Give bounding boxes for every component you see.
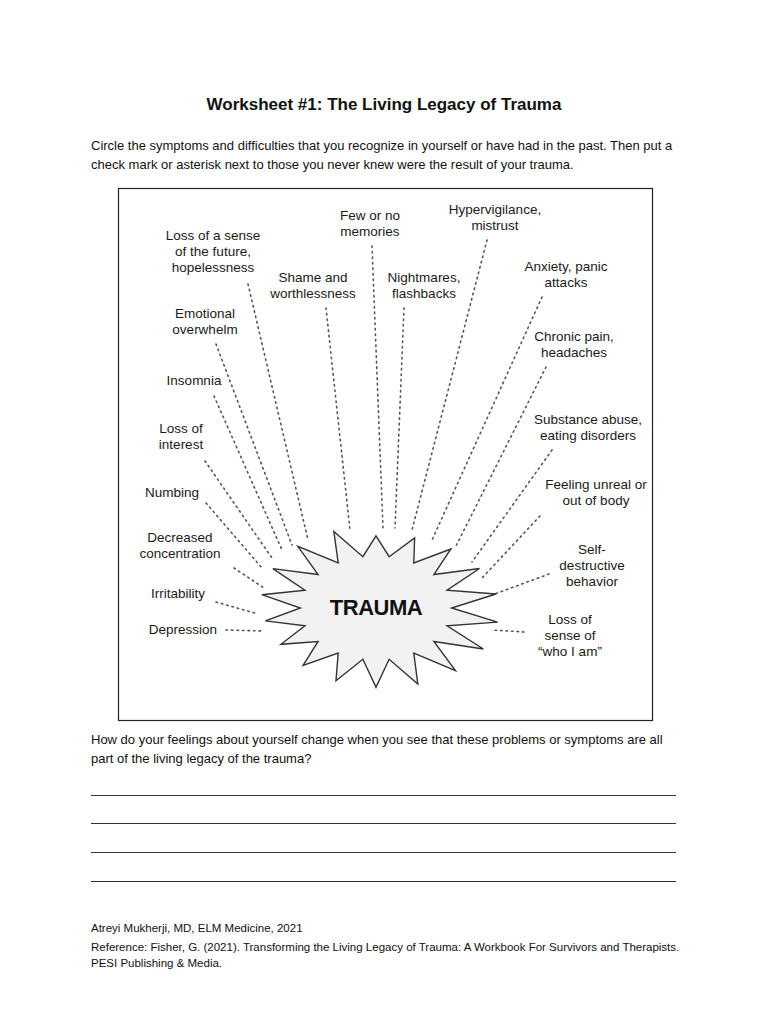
symptom-label: Loss of sense of “who I am” [533, 612, 607, 660]
symptom-label: Loss of interest [152, 421, 210, 453]
answer-line [91, 852, 676, 853]
symptom-label: Irritability [140, 586, 216, 602]
reference-note: Reference: Fisher, G. (2021). Transformi… [91, 939, 691, 971]
symptom-label: Shame and worthlessness [261, 270, 365, 302]
symptom-label: Emotional overwhelm [163, 306, 247, 338]
symptom-label: Chronic pain, headaches [527, 329, 621, 361]
leader-line [326, 308, 350, 530]
trauma-starburst: TRAUMA [250, 524, 502, 692]
starburst-shape [262, 531, 498, 687]
leader-line [234, 568, 264, 588]
symptom-label: Numbing [136, 485, 208, 501]
symptom-label: Feeling unreal or out of body [544, 477, 648, 509]
author-credit: Atreyi Mukherji, MD, ELM Medicine, 2021 [91, 920, 691, 936]
symptom-label: Hypervigilance, mistrust [441, 202, 549, 234]
answer-line [91, 795, 676, 796]
answer-lines [91, 796, 676, 882]
leader-line [492, 630, 524, 632]
leader-line [216, 344, 292, 545]
symptom-label: Loss of a sense of the future, hopelessn… [159, 228, 267, 276]
leader-line [216, 602, 258, 614]
leader-line [226, 630, 264, 631]
leader-line [456, 367, 546, 546]
leader-line [205, 461, 272, 558]
figure-frame [119, 189, 653, 721]
answer-line [91, 881, 676, 882]
leader-line [395, 308, 404, 528]
symptom-label: Nightmares, flashbacks [380, 270, 468, 302]
question-text: How do your feelings about yourself chan… [91, 731, 683, 769]
symptom-label: Depression [143, 622, 223, 638]
leader-line [432, 297, 542, 540]
symptom-label: Anxiety, panic attacks [517, 259, 615, 291]
answer-line [91, 823, 676, 824]
instruction-text: Circle the symptoms and difficulties tha… [91, 137, 683, 175]
leader-line [214, 396, 282, 550]
symptom-label: Decreased concentration [131, 530, 229, 562]
worksheet-title: Worksheet #1: The Living Legacy of Traum… [0, 95, 768, 115]
symptom-label: Insomnia [158, 373, 230, 389]
leader-line [248, 284, 308, 540]
symptom-label: Substance abuse, eating disorders [530, 412, 646, 444]
leader-line [372, 246, 383, 528]
symptom-label: Self-destructive behavior [554, 542, 630, 590]
leader-line [482, 516, 540, 578]
burst-label: TRAUMA [330, 595, 422, 621]
leader-line [492, 574, 549, 595]
symptom-label: Few or no memories [334, 208, 406, 240]
